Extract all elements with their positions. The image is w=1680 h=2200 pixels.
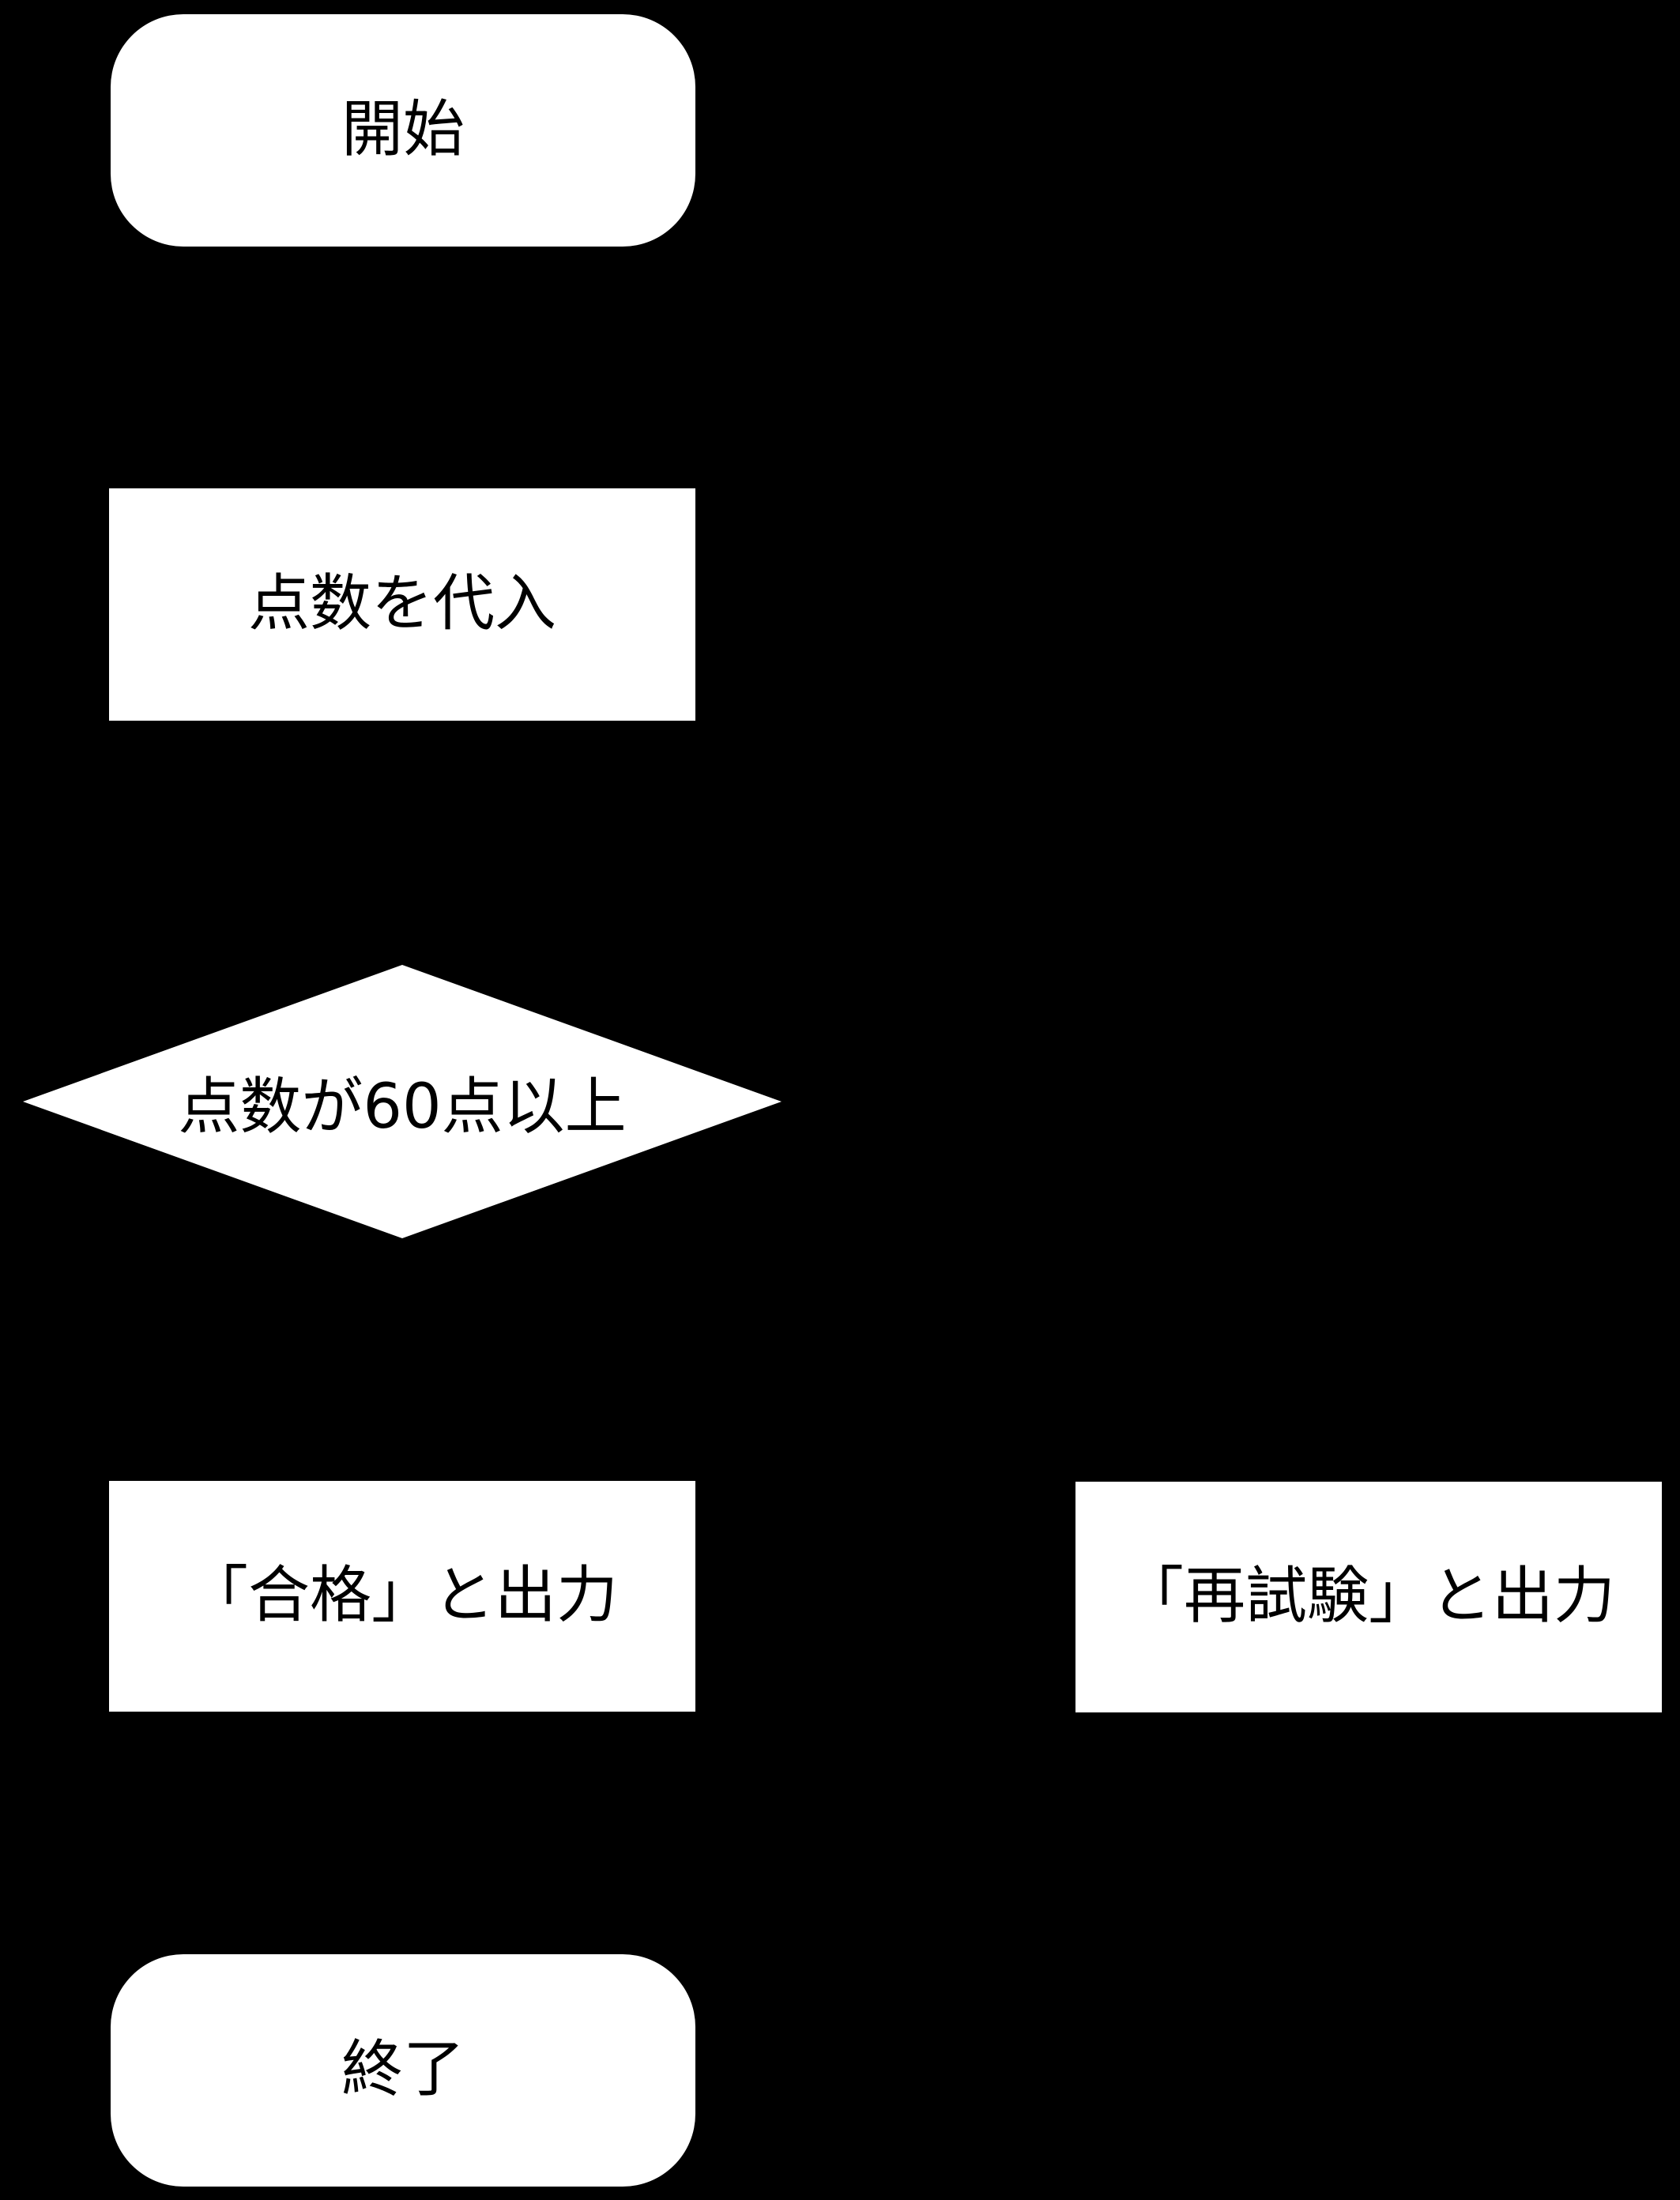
connector-decision-to-retest-horizontal [782, 1099, 1369, 1104]
connector-assign-to-decision [400, 721, 405, 965]
node-label-assign-score: 点数を代入 [247, 568, 556, 640]
arrowhead-to-end [395, 1945, 409, 1956]
flowchart-node-start[interactable]: 開始 [111, 14, 695, 247]
connector-pass-to-end [400, 1712, 405, 1954]
flowchart-node-output-pass[interactable]: 「合格」と出力 [109, 1481, 695, 1712]
connector-decision-to-retest-vertical [1366, 1099, 1371, 1482]
flowchart-node-end[interactable]: 終了 [111, 1954, 695, 2187]
connector-start-to-assign [400, 247, 405, 488]
node-label-decision: 点数が60点以上 [178, 1072, 627, 1143]
node-label-start: 開始 [341, 94, 465, 166]
connector-decision-to-pass [400, 1238, 405, 1481]
node-label-output-retest: 「再試験」と出力 [1121, 1561, 1615, 1633]
node-label-end: 終了 [341, 2034, 465, 2106]
flowchart-node-assign-score[interactable]: 点数を代入 [109, 488, 695, 721]
flowchart-node-output-retest[interactable]: 「再試験」と出力 [1075, 1482, 1662, 1712]
arrowhead-to-retest [1362, 1472, 1376, 1483]
arrowhead-to-decision [395, 955, 409, 966]
node-label-output-pass: 「合格」と出力 [186, 1560, 618, 1632]
flowchart-node-decision[interactable]: 点数が60点以上 [23, 965, 782, 1238]
arrowhead-to-pass [395, 1471, 409, 1482]
arrowhead-to-assign [395, 479, 409, 490]
